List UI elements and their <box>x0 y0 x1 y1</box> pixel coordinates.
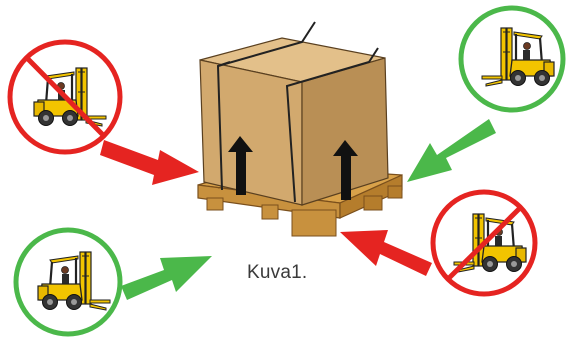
packaging-straps <box>216 21 379 203</box>
forklift-prohibited-icon <box>430 189 538 297</box>
package-on-pallet <box>197 21 403 237</box>
red-arrow <box>340 230 432 276</box>
forbidden-approach-bottom-right <box>340 189 538 297</box>
figure-caption: Kuva1. <box>247 262 308 283</box>
forbidden-approach-top-left <box>7 39 199 185</box>
cardboard-box <box>199 37 389 206</box>
forklift-allowed-icon <box>458 5 566 113</box>
forklift-allowed-icon <box>13 227 123 337</box>
this-way-up-arrow-icon <box>228 136 253 195</box>
allowed-approach-top-right <box>407 5 566 182</box>
green-arrow <box>407 119 496 182</box>
red-arrow <box>100 140 199 185</box>
forklift-prohibited-icon <box>7 39 123 155</box>
green-arrow <box>121 256 212 300</box>
allowed-approach-bottom-left <box>13 227 212 337</box>
this-way-up-arrow-icon <box>333 140 358 200</box>
